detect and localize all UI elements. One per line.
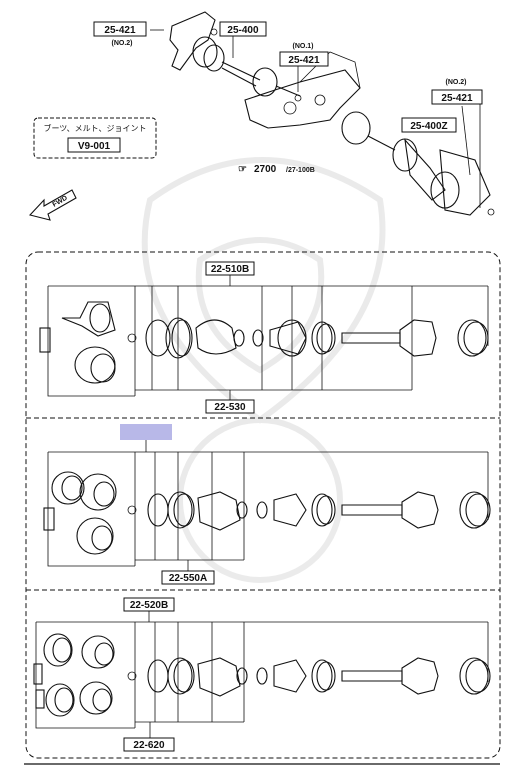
svg-text:V9-001: V9-001 — [78, 141, 111, 152]
svg-text:22-510B: 22-510B — [211, 264, 249, 275]
top-assembly — [150, 11, 495, 216]
svg-text:25-400Z: 25-400Z — [410, 121, 447, 132]
svg-text:22-620: 22-620 — [133, 740, 165, 751]
svg-text:22-550A: 22-550A — [169, 573, 207, 584]
highlighted-part-label[interactable] — [120, 424, 172, 440]
svg-text:22-530: 22-530 — [214, 402, 246, 413]
watermark — [141, 157, 386, 583]
svg-text:☞: ☞ — [238, 164, 247, 175]
section-1: 22-510B 22-530 — [39, 261, 489, 414]
sections-frame — [25, 251, 501, 759]
svg-text:(NO.1): (NO.1) — [293, 43, 314, 50]
svg-text:(NO.2): (NO.2) — [446, 79, 467, 86]
reference-label: ☞ 2700 /27-100B — [238, 164, 315, 175]
svg-text:/27-100B: /27-100B — [286, 167, 315, 174]
svg-text:25-400: 25-400 — [227, 25, 259, 36]
svg-text:25-421: 25-421 — [288, 55, 320, 66]
svg-text:22-520B: 22-520B — [130, 600, 168, 611]
svg-text:ブーツ、メルト、ジョイント: ブーツ、メルト、ジョイント — [43, 123, 146, 133]
callout-25-421-no2-right: (NO.2) 25-421 — [431, 79, 483, 105]
fwd-arrow-icon: FWD — [28, 189, 77, 221]
svg-text:(NO.2): (NO.2) — [112, 40, 133, 47]
section-2: 22-550A — [43, 424, 491, 585]
note-box: ブーツ、メルト、ジョイント V9-001 — [33, 117, 157, 159]
callout-25-400: 25-400 — [219, 21, 267, 37]
svg-text:2700: 2700 — [254, 164, 277, 175]
svg-text:25-421: 25-421 — [441, 93, 473, 104]
callout-25-421-no2-left: 25-421 (NO.2) — [93, 21, 147, 47]
section-3: 22-520B 22-620 — [33, 597, 491, 752]
callout-25-421-no1: (NO.1) 25-421 — [279, 43, 329, 67]
callout-25-400z: 25-400Z — [401, 117, 457, 133]
svg-text:25-421: 25-421 — [104, 25, 136, 36]
